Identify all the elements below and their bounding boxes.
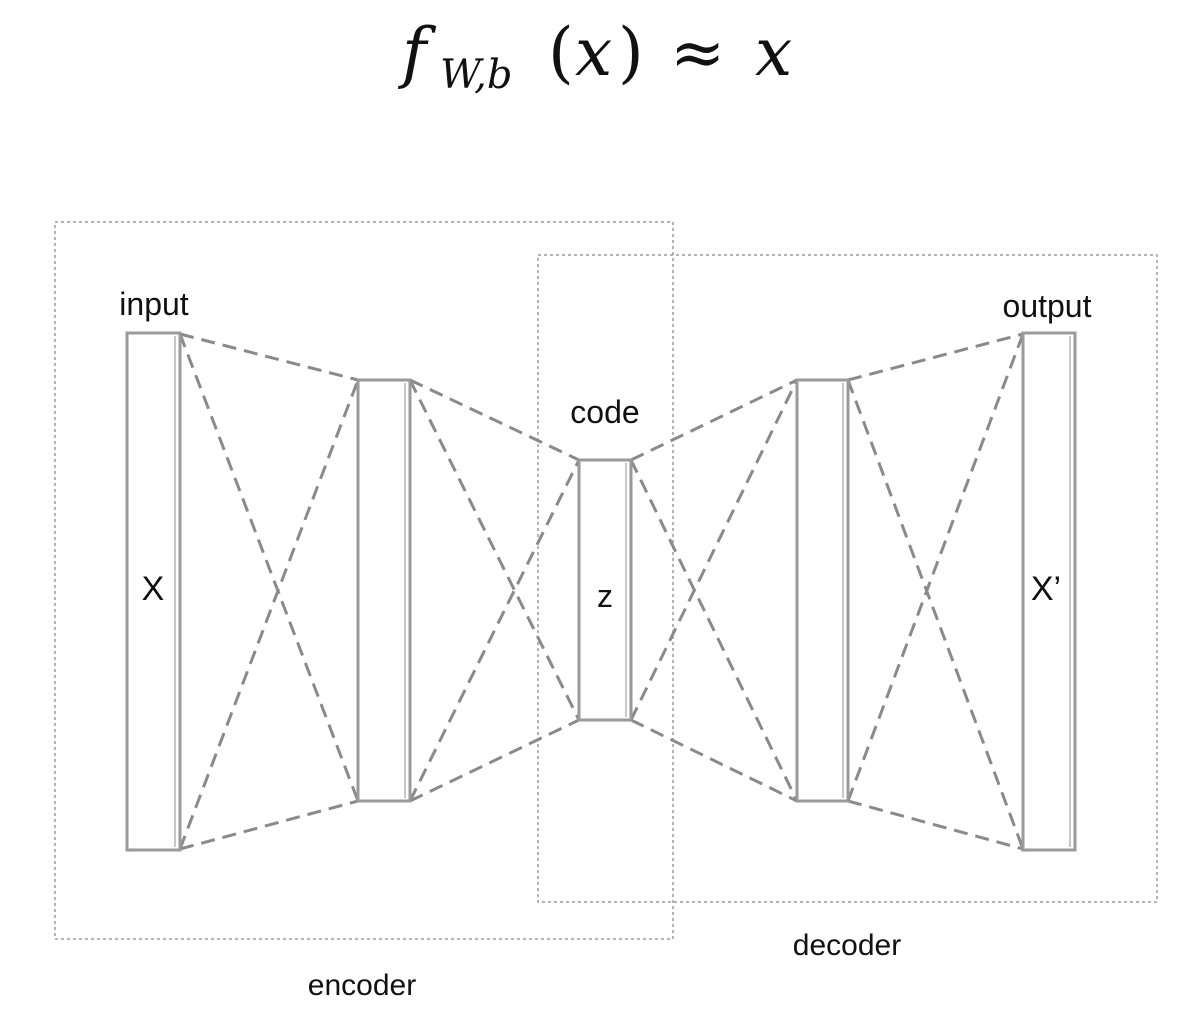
decoder-region-box [537, 254, 1158, 903]
input-label: input [119, 286, 189, 322]
connection-line [179, 799, 359, 851]
formula-open-paren: ( [548, 14, 574, 91]
connection-line [409, 718, 580, 803]
output-layer-bar [1021, 331, 1077, 852]
code-symbol: z [597, 578, 613, 614]
connection-line [846, 379, 1025, 850]
decoder-connections-2 [846, 332, 1025, 851]
output-layer [1021, 331, 1077, 852]
formula-argument: x [575, 14, 612, 91]
connection-line [630, 718, 798, 803]
hidden-encoder-layer [356, 378, 412, 803]
connection-line [409, 378, 580, 462]
output-label: output [1003, 288, 1092, 324]
connection-line [178, 379, 360, 850]
input-symbol: X [142, 570, 165, 608]
encoder-connections-1 [178, 332, 360, 851]
hidden-decoder-layer-bar [795, 378, 850, 803]
code-layer-bar [577, 458, 633, 722]
connection-line [408, 379, 581, 721]
connection-line [629, 379, 799, 721]
connection-line [408, 459, 581, 802]
encoder-region-box [54, 221, 674, 940]
connection-line [846, 333, 1025, 802]
connection-line [847, 332, 1024, 382]
formula-close-paren: ) [618, 14, 644, 91]
formula-subscript: W,b [440, 52, 512, 98]
input-layer [125, 331, 182, 852]
output-symbol: X’ [1031, 570, 1061, 608]
connection-line [847, 799, 1024, 851]
connection-line [629, 459, 799, 802]
decoder-label: decoder [793, 929, 901, 962]
decoder-connections-1 [629, 378, 799, 803]
encoder-label: encoder [308, 969, 416, 1002]
hidden-encoder-layer-bar [356, 378, 412, 803]
hidden-decoder-layer [795, 378, 850, 803]
code-layer [577, 458, 633, 722]
formula-function: f [397, 14, 437, 91]
encoder-connections-2 [408, 378, 581, 803]
formula-rhs: x [755, 14, 792, 91]
connection-line [178, 333, 360, 802]
formula-approx-symbol: ≈ [670, 14, 725, 91]
input-layer-bar [125, 331, 182, 852]
code-label: code [570, 394, 639, 430]
connection-line [179, 332, 359, 382]
connection-line [630, 378, 798, 462]
formula: f W,b ( x ) ≈ x [397, 14, 792, 98]
